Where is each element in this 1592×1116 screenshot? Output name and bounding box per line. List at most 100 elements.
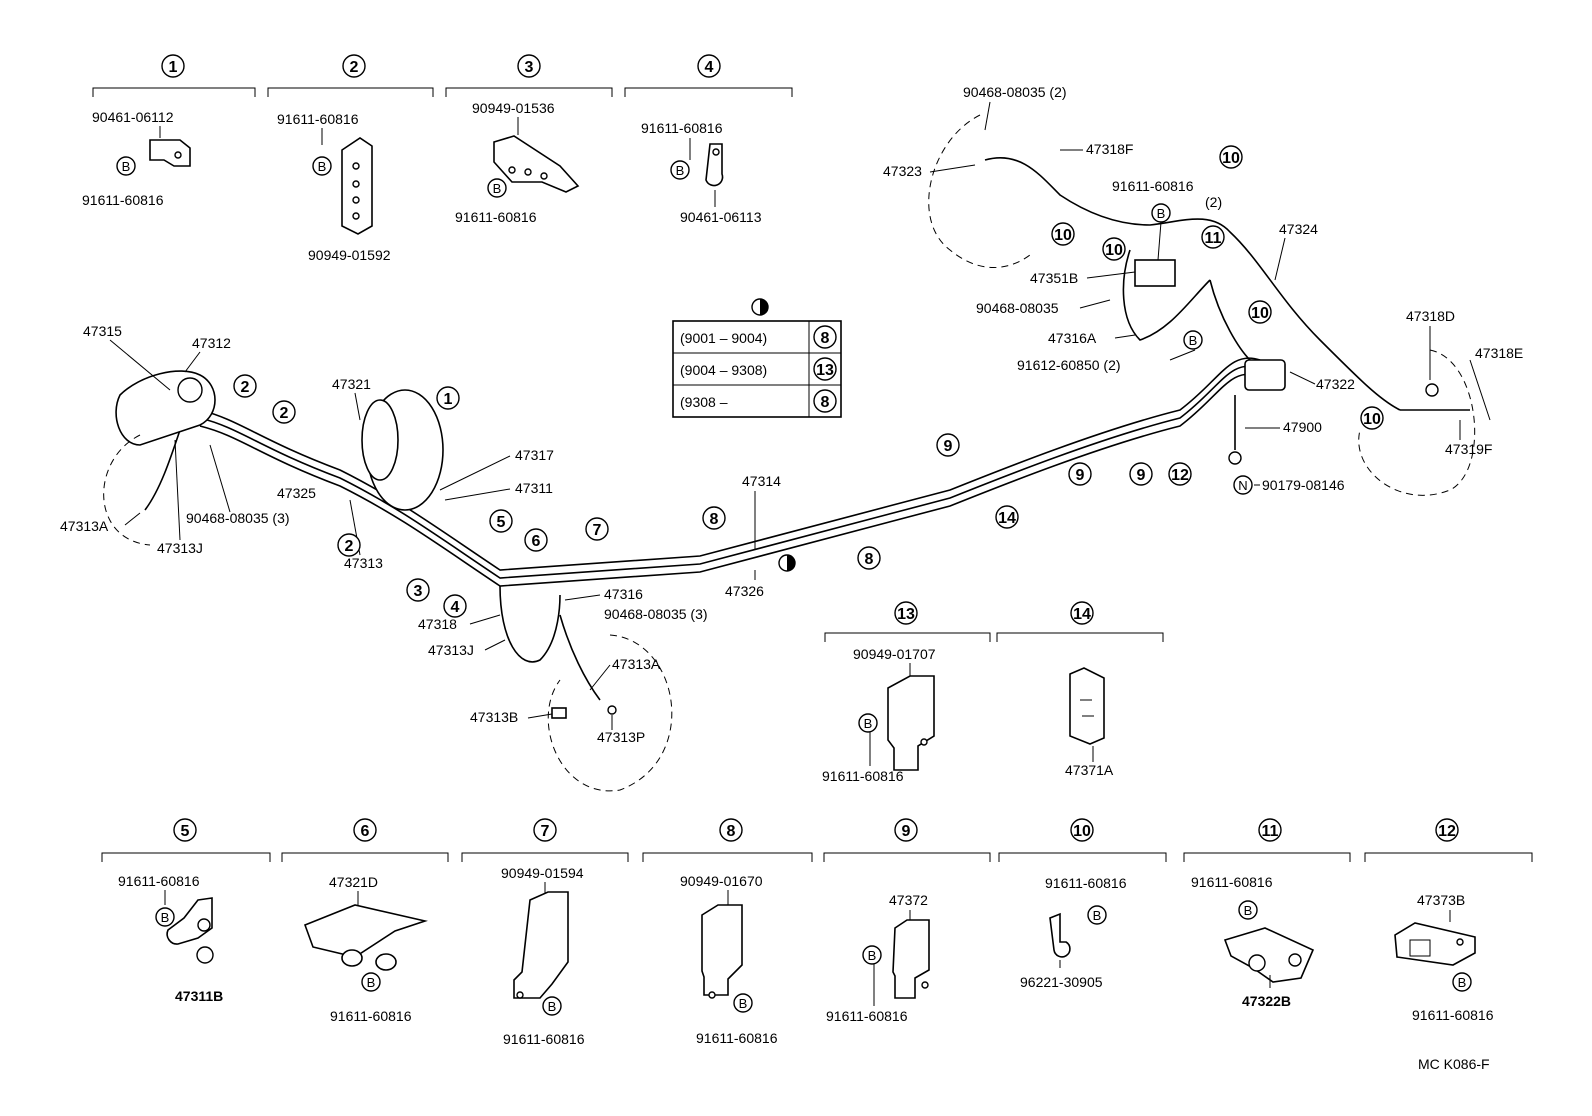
svg-text:96221-30905: 96221-30905: [1020, 974, 1103, 990]
detail-group-5: 5 91611-60816 B 47311B: [101, 818, 271, 1004]
svg-text:10: 10: [1251, 305, 1269, 322]
master-cylinder: [115, 370, 216, 446]
svg-text:10: 10: [1222, 150, 1240, 167]
svg-text:47318D: 47318D: [1406, 308, 1455, 324]
svg-text:5: 5: [497, 514, 506, 531]
svg-text:91611-60816: 91611-60816: [696, 1030, 778, 1046]
svg-text:91611-60816: 91611-60816: [118, 873, 200, 889]
svg-text:47372: 47372: [889, 892, 928, 908]
brake-booster: [361, 389, 444, 511]
svg-text:47313A: 47313A: [612, 656, 661, 672]
svg-text:90468-08035 (3): 90468-08035 (3): [186, 510, 290, 526]
svg-text:B: B: [1189, 333, 1198, 348]
year-range-legend: (9001 – 9004) (9004 – 9308) (9308 – 8 13…: [672, 298, 842, 418]
svg-text:91611-60816: 91611-60816: [641, 120, 723, 136]
svg-text:13: 13: [897, 606, 915, 623]
svg-text:90468-08035 (3): 90468-08035 (3): [604, 606, 708, 622]
svg-text:47313B: 47313B: [470, 709, 518, 725]
svg-text:47326: 47326: [725, 583, 764, 599]
svg-text:47351B: 47351B: [1030, 270, 1078, 286]
svg-text:90949-01707: 90949-01707: [853, 646, 936, 662]
svg-text:10: 10: [1054, 227, 1072, 244]
svg-text:B: B: [676, 163, 685, 178]
svg-text:1: 1: [444, 391, 453, 408]
detail-group-10: 10 91611-60816 B 96221-30905: [998, 818, 1167, 990]
svg-text:B: B: [1093, 908, 1102, 923]
svg-text:14: 14: [998, 510, 1016, 527]
svg-text:91611-60816: 91611-60816: [1112, 178, 1194, 194]
svg-text:91611-60816: 91611-60816: [1191, 874, 1273, 890]
svg-text:B: B: [122, 159, 131, 174]
svg-text:47311: 47311: [515, 480, 553, 496]
svg-text:B: B: [868, 948, 877, 963]
detail-group-1: 1 90461-06112 B 91611-60816: [82, 54, 256, 208]
svg-text:47318: 47318: [418, 616, 457, 632]
svg-text:B: B: [1157, 206, 1166, 221]
svg-text:8: 8: [821, 330, 830, 347]
proportioning-valve: [1228, 359, 1286, 465]
svg-text:9: 9: [1076, 467, 1085, 484]
svg-text:10: 10: [1105, 242, 1123, 259]
svg-text:90949-01670: 90949-01670: [680, 873, 763, 889]
svg-text:90468-08035: 90468-08035: [976, 300, 1059, 316]
svg-text:B: B: [864, 716, 873, 731]
svg-text:91611-60816: 91611-60816: [82, 192, 164, 208]
svg-text:6: 6: [532, 533, 541, 550]
svg-text:(9004 – 9308): (9004 – 9308): [680, 362, 767, 378]
svg-text:B: B: [367, 975, 376, 990]
svg-text:90468-08035 (2): 90468-08035 (2): [963, 84, 1067, 100]
svg-text:90949-01536: 90949-01536: [472, 100, 555, 116]
svg-text:91611-60816: 91611-60816: [826, 1008, 908, 1024]
svg-text:91612-60850 (2): 91612-60850 (2): [1017, 357, 1121, 373]
detail-group-7: 7 90949-01594 B 91611-60816: [461, 818, 629, 1047]
svg-text:B: B: [493, 181, 502, 196]
svg-text:90949-01592: 90949-01592: [308, 247, 391, 263]
svg-text:B: B: [1458, 975, 1467, 990]
svg-text:4: 4: [451, 599, 460, 616]
svg-text:47313P: 47313P: [597, 729, 645, 745]
svg-text:91611-60816: 91611-60816: [330, 1008, 412, 1024]
svg-text:91611-60816: 91611-60816: [503, 1031, 585, 1047]
svg-text:12: 12: [1438, 823, 1456, 840]
svg-text:B: B: [548, 999, 557, 1014]
svg-text:47900: 47900: [1283, 419, 1322, 435]
svg-text:10: 10: [1363, 411, 1381, 428]
svg-text:8: 8: [821, 394, 830, 411]
reference-markers: 2 2 1 2 3 4 5 6 7 8 8 9 9 9 12 14 10 10 …: [233, 145, 1384, 618]
svg-text:47318E: 47318E: [1475, 345, 1523, 361]
svg-text:1: 1: [169, 59, 178, 76]
svg-text:B: B: [161, 910, 170, 925]
svg-text:6: 6: [361, 823, 370, 840]
svg-text:47323: 47323: [883, 163, 922, 179]
svg-text:9: 9: [944, 438, 953, 455]
svg-text:90461-06112: 90461-06112: [92, 109, 174, 125]
svg-text:90949-01594: 90949-01594: [501, 865, 584, 881]
svg-text:91611-60816: 91611-60816: [822, 768, 904, 784]
detail-circle-middle: [547, 634, 673, 792]
detail-group-11: 11 91611-60816 B 47322B: [1183, 818, 1351, 1009]
svg-text:(9001 – 9004): (9001 – 9004): [680, 330, 767, 346]
svg-text:47314: 47314: [742, 473, 781, 489]
svg-text:90179-08146: 90179-08146: [1262, 477, 1345, 493]
svg-text:90461-06113: 90461-06113: [680, 209, 762, 225]
brake-tubes: [144, 157, 1470, 701]
detail-group-3: 3 90949-01536 B 91611-60816: [445, 54, 613, 225]
svg-text:11: 11: [1205, 230, 1222, 247]
svg-text:47316: 47316: [604, 586, 643, 602]
svg-text:47322: 47322: [1316, 376, 1355, 392]
callout-labels: 47315 47312 47325 47313A 47313J 90468-08…: [60, 84, 1523, 745]
svg-text:47322B: 47322B: [1242, 993, 1291, 1009]
detail-circle-right: [1358, 349, 1476, 496]
svg-text:4: 4: [705, 59, 714, 76]
figure-code: MC K086-F: [1418, 1056, 1490, 1072]
svg-text:47312: 47312: [192, 335, 231, 351]
svg-text:47316A: 47316A: [1048, 330, 1097, 346]
detail-group-4: 4 91611-60816 B 90461-06113: [624, 54, 793, 225]
svg-text:47317: 47317: [515, 447, 554, 463]
svg-text:8: 8: [727, 823, 736, 840]
svg-text:91611-60816: 91611-60816: [277, 111, 359, 127]
svg-text:47319F: 47319F: [1445, 441, 1492, 457]
svg-text:47313A: 47313A: [60, 518, 109, 534]
svg-text:2: 2: [241, 379, 250, 396]
